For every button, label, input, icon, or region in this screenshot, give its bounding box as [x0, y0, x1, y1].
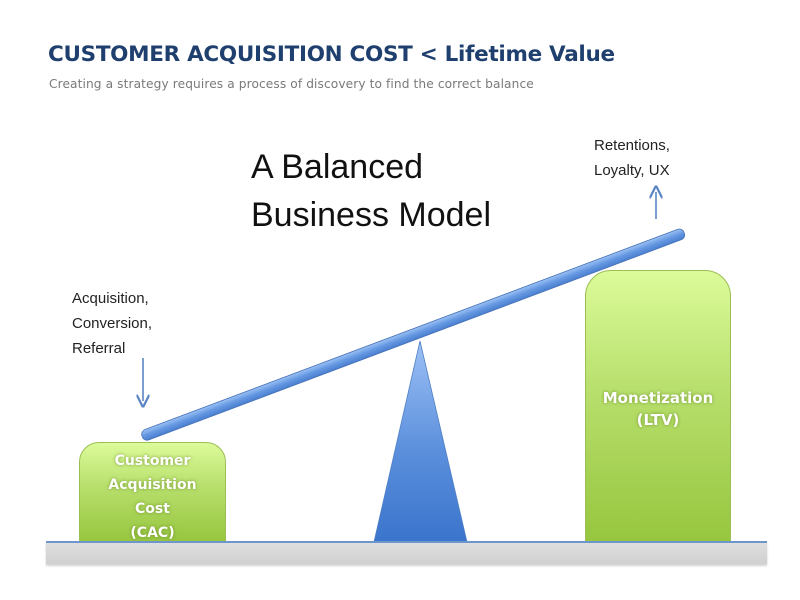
box-label-line: (CAC) — [130, 525, 175, 541]
retention-note: Retentions, Loyalty, UX — [594, 133, 670, 183]
slide-subtitle: Creating a strategy requires a process o… — [49, 77, 534, 91]
note-line: Loyalty, UX — [594, 162, 670, 179]
headline: A Balanced Business Model — [251, 143, 491, 239]
note-line: Retentions, — [594, 137, 670, 154]
acquisition-note: Acquisition, Conversion, Referral — [72, 286, 152, 361]
box-label-line: Acquisition — [108, 477, 197, 493]
note-line: Referral — [72, 340, 126, 357]
headline-line: Business Model — [251, 196, 492, 234]
note-line: Conversion, — [72, 315, 153, 332]
slide-title: CUSTOMER ACQUISITION COST < Lifetime Val… — [48, 42, 615, 67]
box-label-line: Customer — [114, 453, 191, 469]
note-line: Acquisition, — [72, 290, 149, 307]
headline-line: A Balanced — [251, 148, 424, 186]
ground-base — [46, 541, 767, 564]
box-label-line: Cost — [135, 501, 170, 517]
box-label-line: Monetization — [602, 389, 714, 407]
fulcrum-icon — [373, 340, 468, 543]
box-label-line: (LTV) — [636, 411, 680, 429]
seesaw-beam — [141, 228, 686, 441]
